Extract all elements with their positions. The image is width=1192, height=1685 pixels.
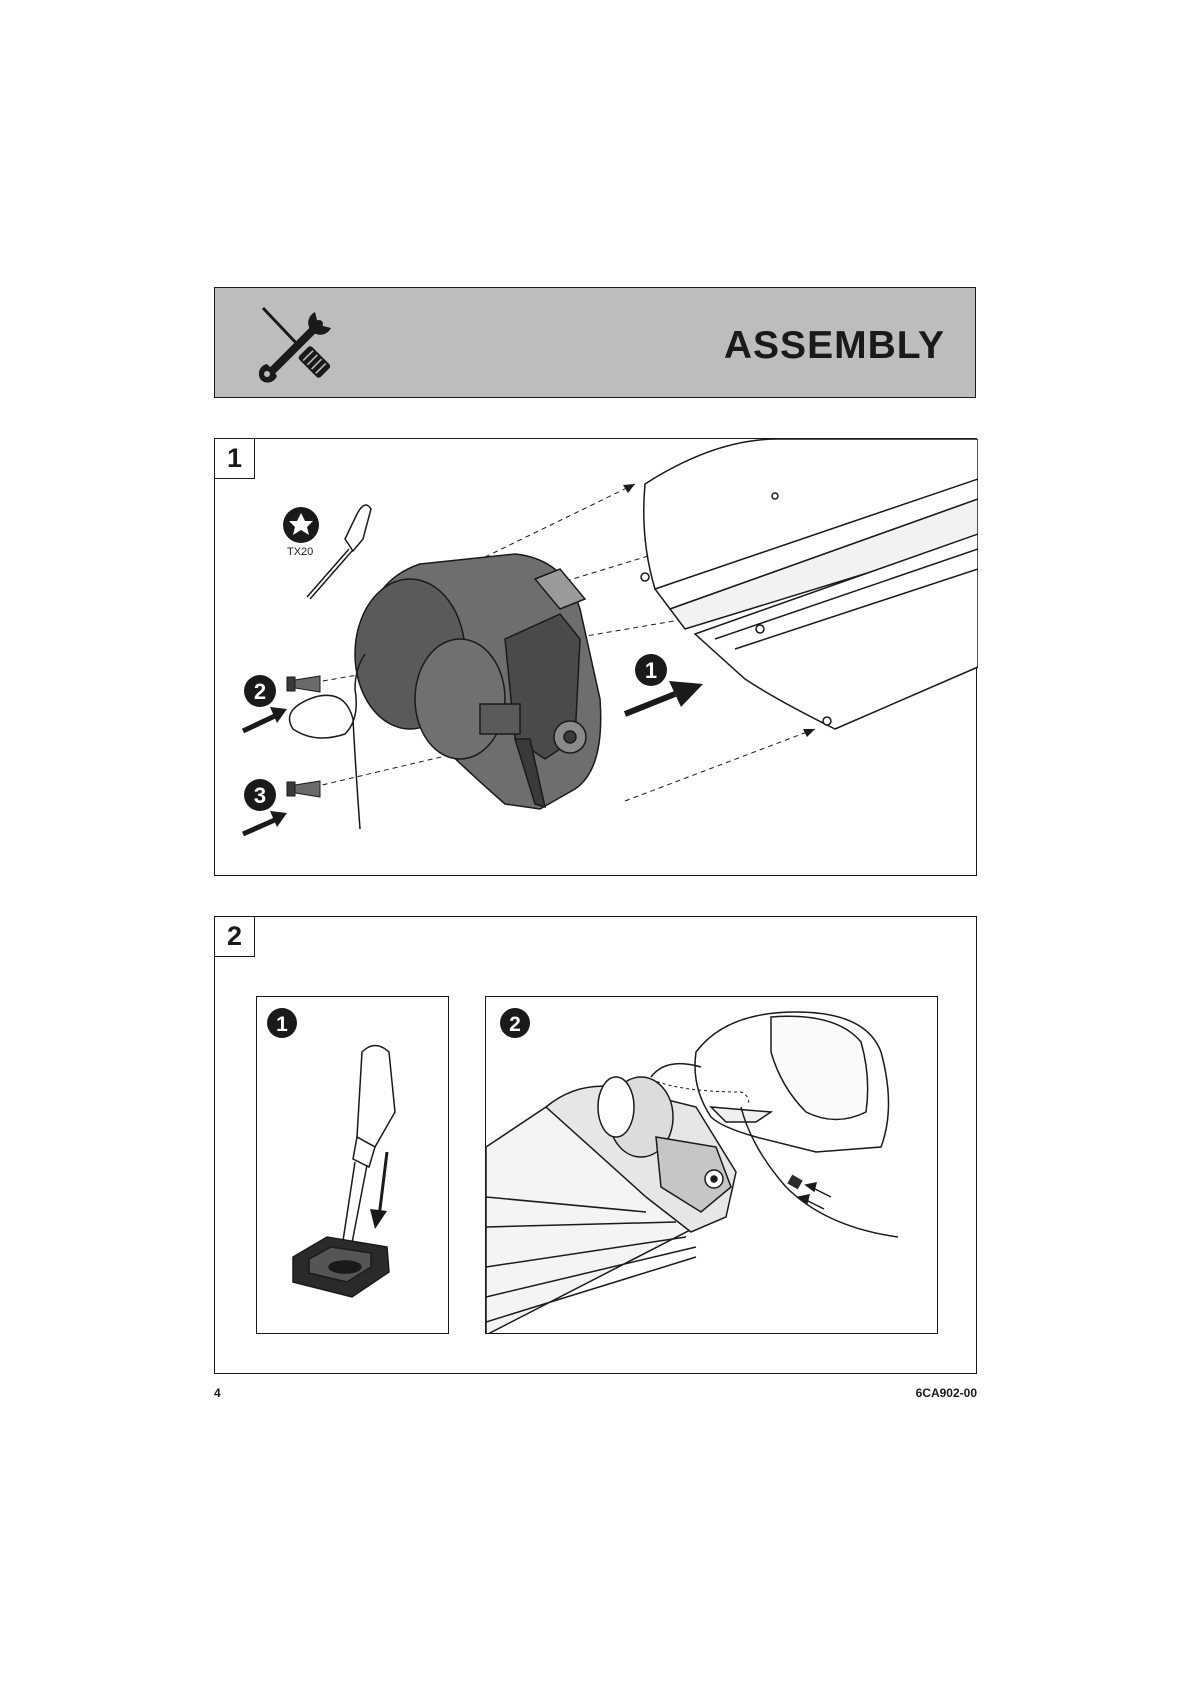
step-1-panel: 1 TX20 1 2 3	[214, 438, 977, 876]
connect-arrows	[799, 1183, 831, 1209]
step-number: 2	[215, 917, 255, 957]
step-2-subpanel-1: 1	[256, 996, 449, 1334]
down-arrow	[370, 1152, 387, 1229]
document-code: 6CA902-00	[916, 1386, 977, 1400]
callout-badge-3: 3	[244, 779, 276, 811]
step-2-subpanel-2: 2	[485, 996, 938, 1334]
section-header: ASSEMBLY	[214, 287, 976, 398]
page-title: ASSEMBLY	[724, 324, 945, 368]
svg-text:2: 2	[509, 1013, 521, 1036]
svg-text:3: 3	[254, 783, 266, 808]
svg-text:1: 1	[276, 1013, 288, 1036]
svg-text:2: 2	[254, 679, 266, 704]
cap-removal-illustration: 1	[257, 997, 449, 1334]
page-number: 4	[214, 1386, 221, 1400]
tools-icon	[253, 300, 341, 388]
step-1-callouts: 1 2 3	[215, 439, 978, 877]
svg-text:1: 1	[645, 658, 657, 683]
callout-badge-2: 2	[244, 675, 276, 707]
callout-badge-1: 1	[635, 654, 667, 686]
connector	[787, 1175, 802, 1190]
cover-housing	[695, 1012, 889, 1152]
callout-badge-1: 1	[267, 1008, 297, 1038]
callout-badge-2: 2	[500, 1008, 530, 1038]
cover-install-illustration: 2	[486, 997, 938, 1334]
end-cap	[293, 1237, 389, 1297]
